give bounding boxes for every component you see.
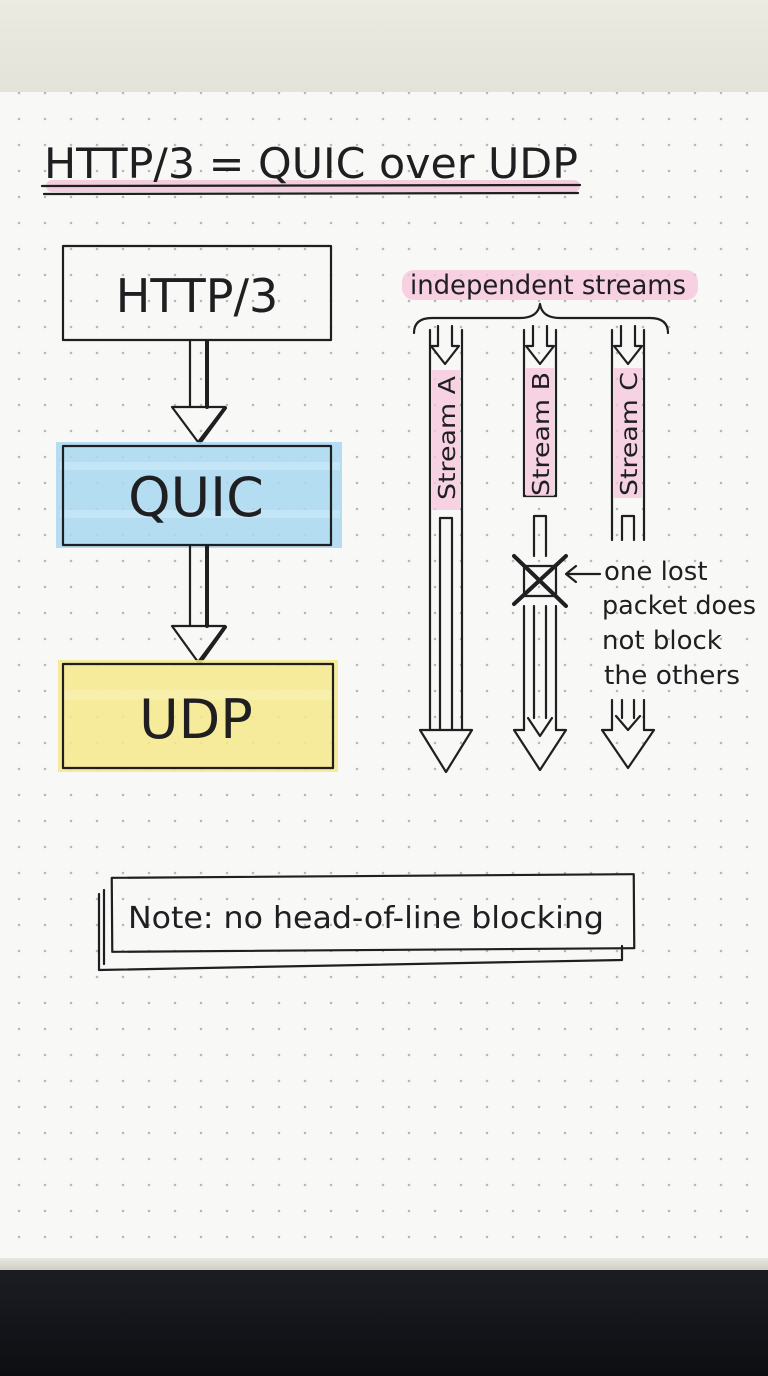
loss-note-line-1: one lost	[604, 557, 708, 587]
streams-heading-highlight	[402, 270, 698, 300]
background-surface	[0, 0, 768, 92]
stream-a-arrowhead	[418, 728, 474, 774]
note-text: Note: no head-of-line blocking	[128, 901, 604, 936]
stream-c-label: Stream C	[617, 372, 643, 496]
title-underline	[40, 183, 582, 188]
udp-label: UDP	[139, 688, 253, 751]
quic-box	[61, 444, 333, 547]
loss-note-line-3: not block	[602, 626, 722, 656]
udp-box	[61, 662, 335, 770]
streams-brace	[412, 302, 670, 335]
stream-a: Stream A	[418, 324, 474, 774]
quic-label: QUIC	[128, 466, 264, 529]
stream-c-entry-arrow	[612, 324, 644, 366]
page-edge	[0, 1258, 768, 1270]
udp-highlight	[58, 660, 338, 772]
loss-note-line-4: the others	[604, 661, 740, 691]
loss-note: one lost packet does not block the other…	[602, 557, 756, 691]
protocol-stack: HTTP/3 QUIC UDP	[56, 244, 342, 772]
stream-b-arrowhead	[512, 728, 568, 772]
http3-box	[61, 244, 333, 342]
title-underline-second	[42, 191, 580, 196]
arrow-http3-to-quic	[170, 339, 227, 444]
streams-group: independent streams Stream A Stream B	[402, 270, 756, 774]
note-box: Note: no head-of-line blocking	[97, 873, 636, 972]
loss-note-line-2: packet does	[602, 591, 756, 621]
loss-pointer-arrow	[564, 564, 602, 584]
note-box-frame	[110, 873, 636, 953]
desk-surface	[0, 1270, 768, 1376]
lost-packet-icon	[512, 554, 568, 608]
stream-a-label: Stream A	[435, 376, 461, 500]
page-title: HTTP/3 = QUIC over UDP	[44, 139, 578, 188]
stream-b-label: Stream B	[529, 372, 555, 496]
arrow-quic-to-udp	[170, 544, 227, 664]
stream-c-arrowhead	[600, 728, 656, 770]
http3-label: HTTP/3	[116, 269, 278, 323]
stream-b: Stream B	[512, 324, 602, 772]
note-box-shadow	[97, 892, 624, 972]
streams-heading: independent streams	[410, 270, 686, 301]
quic-highlight	[56, 442, 342, 548]
title-group: HTTP/3 = QUIC over UDP	[40, 139, 582, 196]
stream-b-entry-arrow	[524, 324, 556, 366]
stream-a-entry-arrow	[429, 324, 461, 366]
stream-c: Stream C	[600, 324, 656, 770]
